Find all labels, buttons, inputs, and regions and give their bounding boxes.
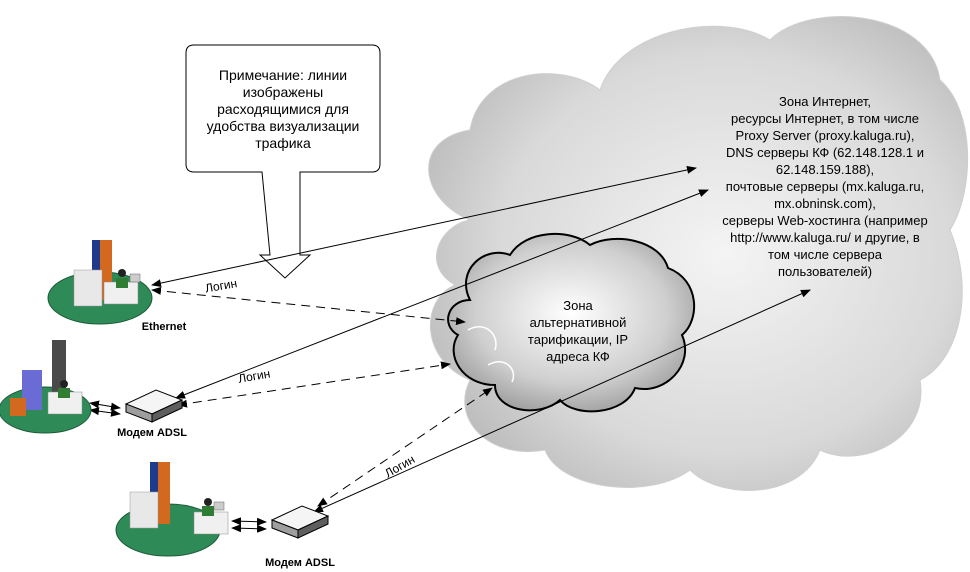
login-label-2: Логин (237, 366, 271, 385)
internet-line-1: Зона Интернет, (779, 94, 871, 109)
site3-modem2-link-b (231, 524, 267, 533)
site2-modem1-link-b (89, 407, 121, 417)
modem-1-label: Модем ADSL (117, 427, 187, 439)
note-text: Примечание: линии изображены расходящими… (207, 67, 360, 151)
modem-2-label: Модем ADSL (265, 557, 335, 569)
ethernet-login-link (151, 286, 466, 326)
alt-line-3: тарификации, IP (528, 332, 628, 347)
adsl-modem-2-icon (270, 505, 330, 539)
internet-cloud (428, 16, 969, 491)
adsl-site-2-icon (115, 462, 229, 557)
note-line-1: Примечание: линии (219, 67, 347, 83)
internet-line-7: mx.obninsk.com), (774, 196, 876, 211)
internet-line-2: ресурсы Интернет, в том числе (731, 111, 919, 126)
alt-line-2: альтернативной (530, 315, 627, 330)
ethernet-label: Ethernet (142, 321, 187, 333)
internet-line-5: 62.148.159.188), (776, 162, 874, 177)
internet-line-10: том числе сервера (768, 247, 883, 262)
ethernet-site-icon (47, 240, 153, 325)
note-line-3: расходящимися для (217, 101, 349, 117)
internet-zone-text: Зона Интернет, ресурсы Интернет, в том ч… (722, 94, 927, 279)
modem1-login-link (177, 361, 451, 408)
internet-line-6: почтовые серверы (mx.kaluga.ru, (726, 179, 924, 194)
alt-line-4: адреса КФ (546, 349, 610, 364)
note-line-5: трафика (255, 135, 311, 151)
adsl-modem-1-icon (124, 389, 184, 423)
internet-line-3: Proxy Server (proxy.kaluga.ru), (736, 128, 915, 143)
internet-line-8: серверы Web-хостинга (например (722, 213, 927, 228)
internet-line-9: http://www.kaluga.ru/ и другие, в (730, 230, 920, 245)
adsl-site-1-icon (0, 340, 92, 434)
site3-modem2-link-a (231, 517, 267, 526)
alt-line-1: Зона (563, 298, 593, 313)
site2-modem1-link-a (89, 400, 121, 411)
note-line-2: изображены (243, 84, 323, 100)
alt-zone-text: Зона альтернативной тарификации, IP адре… (528, 298, 628, 364)
login-label-3: Логин (382, 452, 417, 480)
note-line-4: удобства визуализации (207, 118, 360, 134)
connections (89, 165, 811, 533)
internet-line-11: пользователей) (778, 264, 872, 279)
internet-line-4: DNS серверы КФ (62.148.128.1 и (726, 145, 924, 160)
login-label-1: Логин (204, 276, 238, 295)
modem2-login-link (317, 387, 493, 507)
